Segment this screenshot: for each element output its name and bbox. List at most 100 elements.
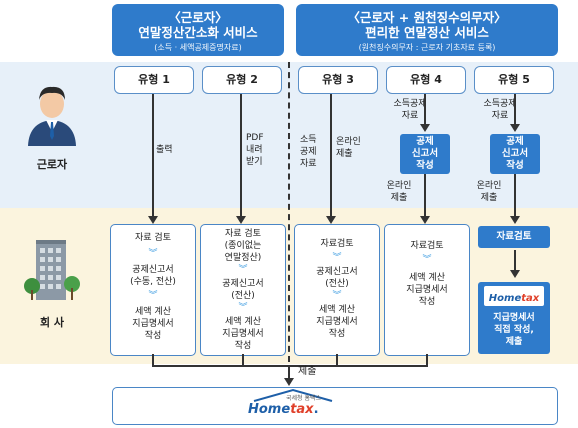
c1-step2-line1: 공제신고서 <box>132 265 174 275</box>
arrow-line-4a <box>424 94 426 126</box>
header-left-title1: 〈근로자〉 <box>168 10 228 25</box>
c1-chevron-2: ︾ <box>148 291 158 301</box>
c2-step3: 세액 계산 지급명세서 작성 <box>200 316 286 352</box>
note-t2-line3: 받기 <box>246 157 263 167</box>
c3-step1: 자료검토 <box>320 239 354 249</box>
connector-c4 <box>426 354 428 366</box>
note-t3a: 소득 공제 자료 <box>300 134 317 170</box>
c2-step1: 자료 검토 (종이없는 연말정산) <box>200 228 286 264</box>
connector-c3 <box>336 354 338 366</box>
worker-person-icon <box>28 86 76 146</box>
arrow-line-5b <box>514 174 516 218</box>
arrow-line-5a <box>514 94 516 126</box>
t5-box-line1: 공제 <box>506 136 524 147</box>
c1-step3-line1: 세액 계산 <box>135 307 171 317</box>
c1-step1: 자료 검토 <box>135 233 171 243</box>
note-t4-bottom-line2: 제출 <box>390 193 408 203</box>
arrow-head-4a <box>420 124 430 132</box>
arrow-head-5a <box>510 124 520 132</box>
c3-step3-line1: 세액 계산 <box>319 305 355 315</box>
header-right-title2: 편리한 연말정산 서비스 <box>365 25 489 40</box>
type-2-box: 유형 2 <box>202 66 282 94</box>
note-t2: PDF 내려 받기 <box>246 132 264 168</box>
c5-step3-line3: 제출 <box>505 337 523 347</box>
c5-arrow-line <box>514 250 516 272</box>
note-t5-top-line1: 소득공제 <box>483 99 517 109</box>
submit-label: 제출 <box>298 366 317 377</box>
arrow-head-4b <box>420 216 430 224</box>
note-t3b-line1: 온라인 <box>336 137 361 147</box>
t5-box-line2: 신고서 <box>501 148 529 159</box>
note-t2-line1: PDF <box>246 133 264 143</box>
c3-step3-line3: 작성 <box>328 329 346 339</box>
type-3-box: 유형 3 <box>298 66 378 94</box>
c2-step1-line2: (종이없는 <box>224 241 262 251</box>
dashed-separator <box>288 62 290 362</box>
hometax-small-label: 국세청 홈택스 <box>286 395 322 402</box>
c2-step1-line1: 자료 검토 <box>225 229 261 239</box>
arrow-head-2 <box>236 216 246 224</box>
note-t3a-line1: 소득 <box>300 135 317 145</box>
submit-arrow-head <box>284 378 294 386</box>
note-t5-bottom-line1: 온라인 <box>476 181 502 191</box>
t4-box-line3: 작성 <box>416 160 434 171</box>
note-t5-bottom-line2: 제출 <box>480 193 498 203</box>
arrow-head-1 <box>148 216 158 224</box>
note-t4-top: 소득공제 자료 <box>370 98 450 122</box>
c3-step2-line1: 공제신고서 <box>316 267 358 277</box>
c3-step3-line2: 지급명세서 <box>316 317 358 327</box>
c1-step3: 세액 계산 지급명세서 작성 <box>110 306 196 342</box>
c3-chevron-2: ︾ <box>332 291 342 301</box>
hometax-roof-icon <box>253 388 333 402</box>
t4-box-line1: 공제 <box>416 136 434 147</box>
note-t4-bottom-line1: 온라인 <box>386 181 412 191</box>
header-right-title1: 〈근로자 + 원천징수의무자〉 <box>347 10 507 25</box>
c4-step3-line3: 작성 <box>418 297 436 307</box>
connector-horizontal <box>152 365 428 367</box>
hometax-bar <box>112 387 558 425</box>
c2-step2: 공제신고서 (전산) <box>200 278 286 302</box>
t4-box-line2: 신고서 <box>411 148 439 159</box>
header-right-sub: (원천징수의무자 : 근로자 기초자료 등록) <box>358 43 496 52</box>
company-building-icon <box>24 240 80 300</box>
company-col-1 <box>110 224 196 356</box>
c4-step3-line1: 세액 계산 <box>409 273 445 283</box>
note-t3a-line2: 공제 <box>300 147 317 157</box>
c2-chevron-1: ︾ <box>238 265 248 275</box>
type-1-box: 유형 1 <box>114 66 194 94</box>
note-t5-top-line2: 자료 <box>491 111 509 121</box>
arrow-head-5b <box>510 216 520 224</box>
c4-step3: 세액 계산 지급명세서 작성 <box>384 272 470 308</box>
c4-step1: 자료검토 <box>410 241 444 251</box>
c5-logo-b: tax <box>521 293 540 304</box>
hometax-logo-a: Home <box>248 402 291 417</box>
c3-step3: 세액 계산 지급명세서 작성 <box>294 304 380 340</box>
c5-step1: 자료검토 <box>478 226 550 248</box>
note-t3a-line3: 자료 <box>300 159 317 169</box>
submit-arrow-line <box>288 366 290 380</box>
type-4-box: 유형 4 <box>386 66 466 94</box>
c2-step3-line2: 지급명세서 <box>222 329 264 339</box>
hometax-logo-b: tax <box>290 402 314 417</box>
c2-step3-line1: 세액 계산 <box>225 317 261 327</box>
hometax-logo-dot: . <box>313 402 319 417</box>
c4-step3-line2: 지급명세서 <box>406 285 448 295</box>
note-t2-line2: 내려 <box>246 145 263 155</box>
c5-hometax-logo: Hometax <box>484 286 544 306</box>
note-t5-top: 소득공제 자료 <box>460 98 540 122</box>
type-5-box: 유형 5 <box>474 66 554 94</box>
c2-chevron-2: ︾ <box>238 303 248 313</box>
connector-c2 <box>242 354 244 366</box>
t5-declaration-box: 공제 신고서 작성 <box>490 134 540 174</box>
header-left-sub: (소득 · 세액공제증명자료) <box>154 43 242 52</box>
company-col-4 <box>384 224 470 356</box>
arrow-line-2 <box>240 94 242 218</box>
company-label: 회 사 <box>39 316 65 329</box>
note-t4-top-line1: 소득공제 <box>393 99 427 109</box>
note-t4-bottom: 온라인 제출 <box>376 180 422 204</box>
c3-step2-line2: (전산) <box>325 279 349 289</box>
c2-step3-line3: 작성 <box>234 341 252 351</box>
t5-box-line3: 작성 <box>506 160 524 171</box>
header-left: 〈근로자〉 연말정산간소화 서비스 (소득 · 세액공제증명자료) <box>112 4 284 56</box>
c5-step3: 지급명세서 직접 작성, 제출 <box>478 312 550 348</box>
